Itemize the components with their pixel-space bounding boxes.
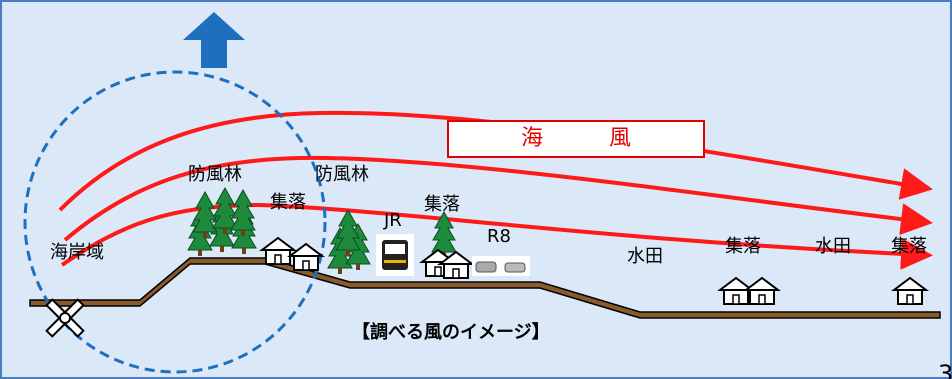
label-village-1: 集落 xyxy=(270,192,306,213)
label-r8: R8 xyxy=(487,226,511,247)
tree-icon xyxy=(187,187,257,257)
label-paddy-1: 水田 xyxy=(627,246,663,267)
label-village-4: 集落 xyxy=(891,236,927,257)
ground-profile xyxy=(29,257,941,319)
label-village-3: 集落 xyxy=(725,236,761,257)
label-paddy-2: 水田 xyxy=(815,236,851,257)
wind-line-2 xyxy=(63,155,933,242)
label-windbreak-2: 防風林 xyxy=(315,164,369,185)
car-icon xyxy=(472,256,530,276)
train-icon xyxy=(376,234,414,276)
label-village-2: 集落 xyxy=(424,194,460,215)
label-jr: JR xyxy=(384,210,402,231)
page-number: 3 xyxy=(938,360,952,379)
wind-turbine-icon xyxy=(45,298,85,338)
label-coast: 海岸域 xyxy=(50,242,104,263)
label-windbreak-1: 防風林 xyxy=(188,164,242,185)
study-area-circle xyxy=(23,70,327,374)
sea-wind-label: 海 風 xyxy=(447,120,705,158)
diagram-caption: 【調べる風のイメージ】 xyxy=(352,322,550,343)
wind-arrow-up-icon xyxy=(183,12,245,68)
wind-line-1 xyxy=(58,110,933,212)
wind-line-3 xyxy=(60,202,933,270)
